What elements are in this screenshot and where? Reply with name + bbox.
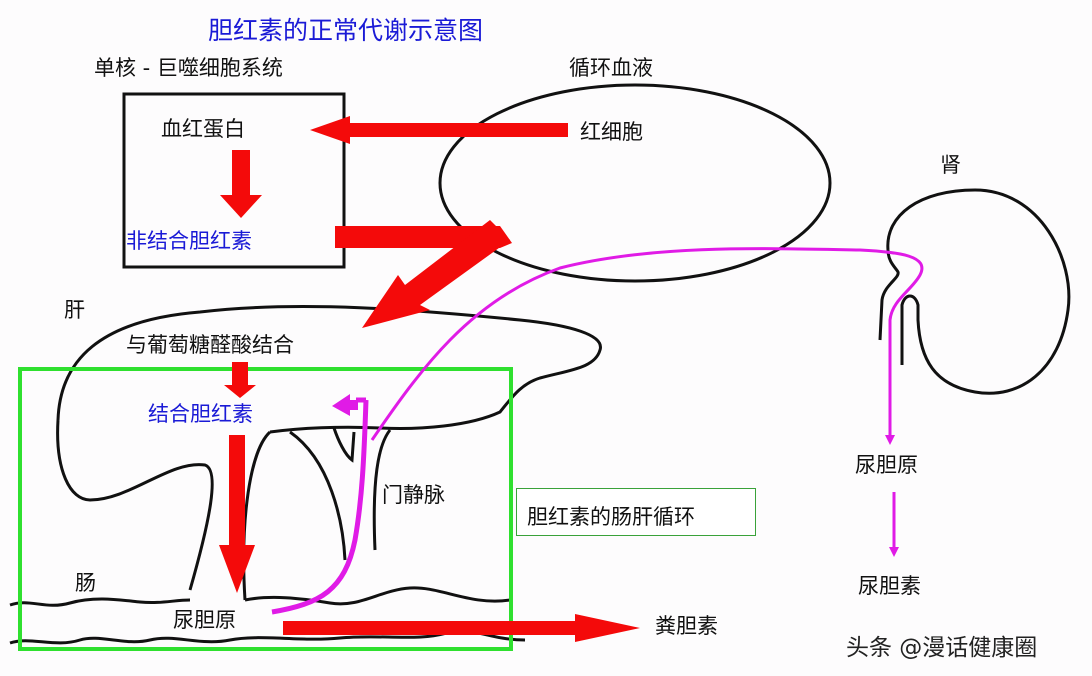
label-unconjugated-bilirubin: 非结合胆红素 [126, 229, 252, 253]
label-urobilinogen-urine: 尿胆原 [855, 453, 918, 477]
page-title: 胆红素的正常代谢示意图 [208, 16, 484, 45]
label-portal-vein: 门静脉 [382, 483, 445, 507]
portal-vein-left [242, 430, 272, 601]
label-kidney: 肾 [940, 153, 961, 177]
blood-to-kidney-path [370, 247, 924, 445]
legend-enterohepatic: 胆红素的肠肝循环 [516, 488, 756, 536]
label-mps: 单核 - 巨噬细胞系统 [94, 56, 283, 80]
label-liver: 肝 [64, 298, 85, 322]
liver-lower-lobe [56, 419, 214, 591]
liver-outline [56, 305, 602, 434]
ureter-line [878, 249, 900, 341]
label-urobilinogen-gut: 尿胆原 [173, 608, 236, 632]
portal-return-arrowhead [332, 394, 358, 416]
arrow-to-urobilinogen [219, 435, 255, 593]
portal-vein-right [372, 429, 392, 551]
circulation-ellipse [438, 83, 832, 283]
label-circulation: 循环血液 [569, 56, 653, 80]
label-glucuronidation: 与葡萄糖醛酸结合 [126, 333, 294, 357]
kidney-outline [886, 188, 1071, 395]
arrow-to-stercobilin [283, 614, 640, 642]
arrow-to-liver [362, 220, 510, 328]
mps-box [122, 92, 346, 269]
label-intestine: 肠 [75, 571, 96, 595]
portal-return-path [271, 399, 369, 615]
legend-enterohepatic-label: 胆红素的肠肝循环 [527, 505, 695, 529]
label-rbc: 红细胞 [580, 120, 643, 144]
intestine-upper-right [244, 586, 511, 606]
portal-vein-inner [289, 430, 347, 561]
label-hemoglobin: 血红蛋白 [161, 117, 245, 141]
arrow-rbc-to-hemoglobin [310, 116, 568, 144]
watermark: 头条 @漫话健康圈 [846, 635, 1038, 661]
portal-vein-notch [332, 427, 356, 463]
arrow-to-conjugated [224, 362, 256, 398]
label-conjugated-bilirubin: 结合胆红素 [148, 402, 253, 426]
enterohepatic-box [18, 367, 513, 651]
intestine-upper-left [9, 597, 191, 607]
label-stercobilin: 粪胆素 [655, 614, 718, 638]
arrow-hemoglobin-to-unconjugated [220, 150, 262, 218]
label-urobilin: 尿胆素 [858, 574, 921, 598]
